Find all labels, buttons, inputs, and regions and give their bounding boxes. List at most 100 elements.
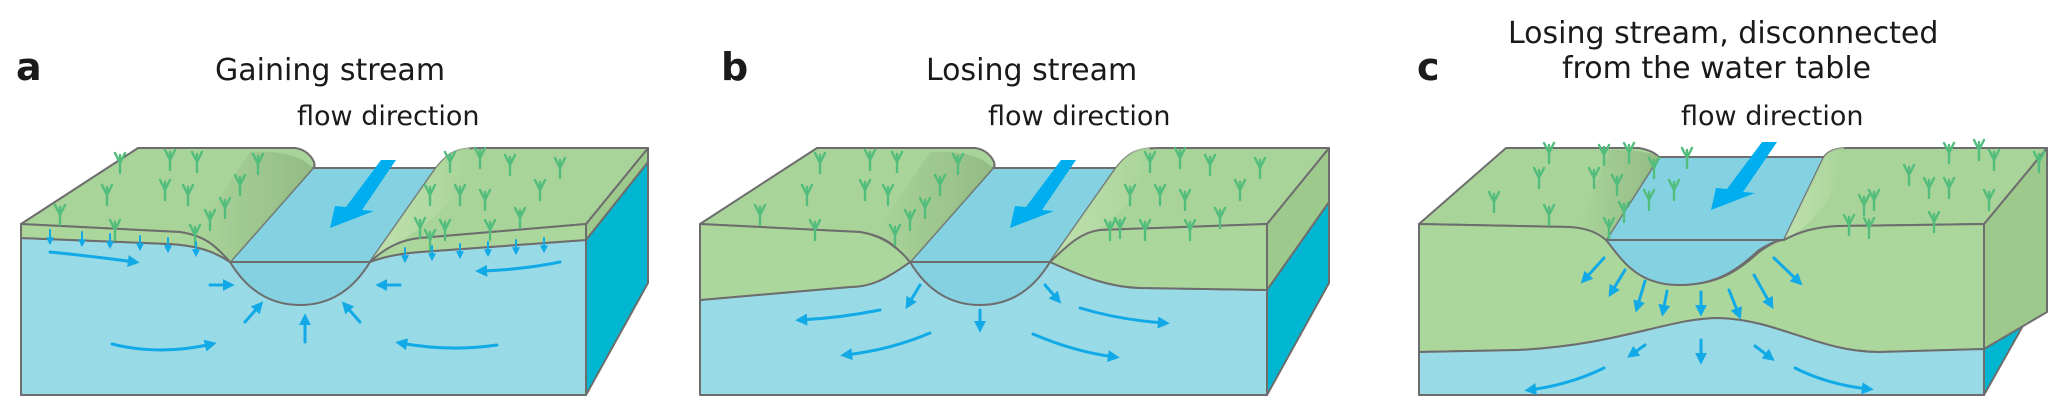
grass-tuft-icon: [903, 208, 917, 232]
grass-tuft-icon: [100, 183, 114, 207]
grass-tuft-icon: [483, 218, 497, 242]
grass-tuft-icon: [1942, 141, 1956, 165]
groundwater-flow-arrows: [795, 283, 1170, 363]
grass-tuft-icon: [881, 183, 895, 207]
grass-tuft-icon: [1680, 146, 1694, 170]
grass-tuft-icon: [1113, 216, 1127, 240]
grass-tuft-icon: [1213, 206, 1227, 230]
right-bank-slope: [1784, 148, 1844, 240]
stream-cross-section: [909, 261, 1051, 306]
unsaturated-zone-right: [369, 223, 587, 263]
grass-tuft-icon: [2032, 150, 2046, 174]
groundwater-flow-arrows: [48, 250, 562, 352]
grass-tuft-icon: [233, 173, 247, 197]
infiltration-arrows: [46, 229, 548, 264]
grass-tuft-icon: [1982, 188, 1996, 212]
seepage-arrows: [1580, 256, 1803, 320]
unsaturated-zone-right: [1049, 223, 1268, 291]
grass-tuft-icon: [53, 203, 67, 227]
grass-tuft-icon: [1602, 216, 1616, 240]
grass-tuft-icon: [1927, 210, 1941, 234]
grass-tuft-icon: [1178, 188, 1192, 212]
grass-tuft-icon: [1610, 173, 1624, 197]
panel-title: Gaining stream: [215, 53, 445, 88]
grass-tuft-icon: [1597, 143, 1611, 167]
grass-tuft-icon: [1867, 188, 1881, 212]
grass-tuft-icon: [1622, 141, 1636, 165]
panel-title: Losing stream: [926, 53, 1137, 88]
grass-tuft-icon: [1987, 148, 2001, 172]
flow-direction-label: flow direction: [1681, 101, 1864, 132]
grass-tuft-icon: [808, 218, 822, 242]
grass-tuft-icon: [438, 218, 452, 242]
grass-tuft-icon: [1542, 203, 1556, 227]
grass-tuft-icon: [181, 183, 195, 207]
grass-tuft-icon: [890, 150, 904, 174]
grass-tuft-icon: [443, 150, 457, 174]
stream-cross-section: [1605, 239, 1785, 286]
grass-tuft-icon: [423, 228, 437, 252]
grass-tuft-icon: [863, 148, 877, 172]
grass-tuft-icon: [1138, 218, 1152, 242]
grass-tuft-icon: [1902, 163, 1916, 187]
grass-tuft-icon: [1143, 150, 1157, 174]
grass-tuft-icon: [1153, 183, 1167, 207]
grass-tuft-icon: [108, 218, 122, 242]
grass-tuft-icon: [1667, 178, 1681, 202]
left-bank-slope: [1579, 150, 1659, 240]
left-bank-slope: [875, 151, 993, 262]
panel-b: b Losing stream flow direction: [699, 45, 1330, 396]
grass-tuft-icon: [533, 178, 547, 202]
grass-tuft-icon: [188, 223, 202, 247]
grass-tuft-icon: [1587, 166, 1601, 190]
grass-tuft-icon: [1233, 178, 1247, 202]
panel-letter: a: [16, 45, 42, 89]
stream-cross-section: [229, 261, 371, 306]
flow-direction-arrow: [1711, 142, 1777, 210]
grass-tuft-icon: [1542, 141, 1556, 165]
grass-tuft-icon: [1123, 183, 1137, 207]
grass-tuft-icon: [1183, 218, 1197, 242]
flow-direction-arrow: [1010, 160, 1076, 228]
panel-letter: b: [721, 45, 748, 89]
grass-tuft-icon: [218, 196, 232, 220]
grass-tuft-icon: [113, 151, 127, 175]
grass-tuft-icon: [203, 208, 217, 232]
flow-direction-arrow: [330, 160, 396, 228]
grass-tuft-icon: [1862, 216, 1876, 240]
right-bank-slope: [1050, 148, 1150, 262]
right-bank-slope: [370, 148, 470, 262]
grass-tuft-icon: [503, 153, 517, 177]
grass-tuft-icon: [1487, 190, 1501, 214]
grass-tuft-icon: [158, 178, 172, 202]
grass-tufts: [53, 146, 567, 252]
grass-tuft-icon: [513, 206, 527, 230]
grass-tuft-icon: [453, 183, 467, 207]
grass-tuft-icon: [413, 216, 427, 240]
grass-tuft-icon: [1842, 213, 1856, 237]
groundwater-flow-arrows: [1524, 338, 1874, 396]
grass-tuft-icon: [1642, 188, 1656, 212]
grass-tufts: [1487, 138, 2046, 240]
grass-tuft-icon: [1103, 218, 1117, 242]
grass-tuft-icon: [163, 148, 177, 172]
grass-tuft-icon: [1972, 138, 1986, 162]
grass-tuft-icon: [951, 152, 965, 176]
grass-tuft-icon: [800, 183, 814, 207]
grass-tuft-icon: [918, 196, 932, 220]
grass-tuft-icon: [251, 152, 265, 176]
grass-tuft-icon: [1922, 176, 1936, 200]
left-bank-slope: [195, 151, 313, 262]
grass-tuft-icon: [858, 178, 872, 202]
panel-c: c Losing stream, disconnected from the w…: [1417, 16, 2048, 396]
flow-direction-label: flow direction: [988, 101, 1171, 132]
grass-tuft-icon: [1942, 176, 1956, 200]
grass-tuft-icon: [190, 150, 204, 174]
grass-tuft-icon: [753, 203, 767, 227]
grass-tuft-icon: [888, 223, 902, 247]
grass-tuft-icon: [1647, 156, 1661, 180]
grass-tuft-icon: [553, 156, 567, 180]
panel-title-line-2: from the water table: [1562, 51, 1871, 86]
grass-tuft-icon: [1173, 146, 1187, 170]
